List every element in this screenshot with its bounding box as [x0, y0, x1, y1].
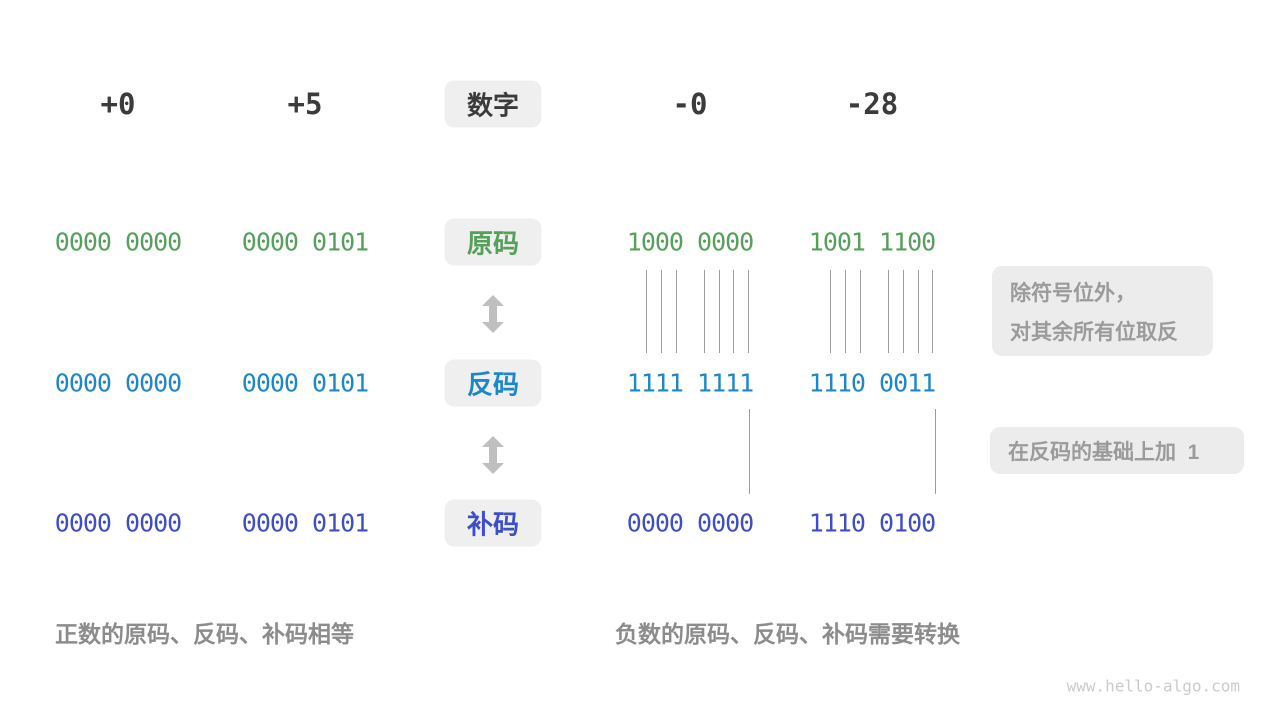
bit-connector-line: [888, 270, 889, 353]
column-header-plus-5: +5: [287, 87, 323, 121]
twos-complement-tag: 补码: [444, 499, 542, 547]
watermark: www.hello-algo.com: [1066, 676, 1240, 696]
bit-connector-line: [676, 270, 677, 353]
updown-arrow-icon: [482, 436, 504, 474]
bit-connector-line: [661, 270, 662, 353]
column-header-plus-0: +0: [100, 87, 136, 121]
bit-connector-line: [719, 270, 720, 353]
bit-connector-line: [935, 409, 936, 494]
annotation-add-one: 在反码的基础上加 1: [990, 427, 1244, 474]
updown-arrow-icon: [482, 295, 504, 333]
bit-connector-line: [903, 270, 904, 353]
bit-connector-line: [704, 270, 705, 353]
sign-magnitude-tag: 原码: [444, 218, 542, 266]
binary-twos-complement-minus28: 1110 0100: [808, 508, 936, 538]
bit-connector-line: [932, 270, 933, 353]
binary-twos-complement-plus0: 0000 0000: [54, 508, 182, 538]
column-header-minus-0: -0: [672, 87, 708, 121]
number-tag: 数字: [444, 80, 542, 128]
binary-twos-complement-plus5: 0000 0101: [241, 508, 369, 538]
caption-positive: 正数的原码、反码、补码相等: [55, 621, 354, 647]
bit-connector-line: [845, 270, 846, 353]
bit-connector-line: [749, 409, 750, 494]
bit-connector-line: [918, 270, 919, 353]
binary-sign-magnitude-plus5: 0000 0101: [241, 227, 369, 257]
column-header-minus-28: -28: [845, 87, 899, 121]
binary-ones-complement-minus0: 1111 1111: [626, 368, 754, 398]
annotation-invert-line2: 对其余所有位取反: [1010, 321, 1178, 344]
bit-connector-line: [646, 270, 647, 353]
annotation-invert-bits: 除符号位外， 对其余所有位取反: [992, 266, 1213, 356]
binary-ones-complement-plus5: 0000 0101: [241, 368, 369, 398]
bit-connector-line: [748, 270, 749, 353]
bit-connector-line: [733, 270, 734, 353]
binary-ones-complement-plus0: 0000 0000: [54, 368, 182, 398]
binary-sign-magnitude-minus28: 1001 1100: [808, 227, 936, 257]
annotation-invert-line1: 除符号位外，: [1010, 282, 1136, 305]
caption-negative: 负数的原码、反码、补码需要转换: [615, 621, 960, 647]
ones-complement-tag: 反码: [444, 359, 542, 407]
binary-sign-magnitude-plus0: 0000 0000: [54, 227, 182, 257]
binary-ones-complement-minus28: 1110 0011: [808, 368, 936, 398]
binary-twos-complement-minus0: 0000 0000: [626, 508, 754, 538]
bit-connector-line: [860, 270, 861, 353]
bit-connector-line: [830, 270, 831, 353]
binary-sign-magnitude-minus0: 1000 0000: [626, 227, 754, 257]
